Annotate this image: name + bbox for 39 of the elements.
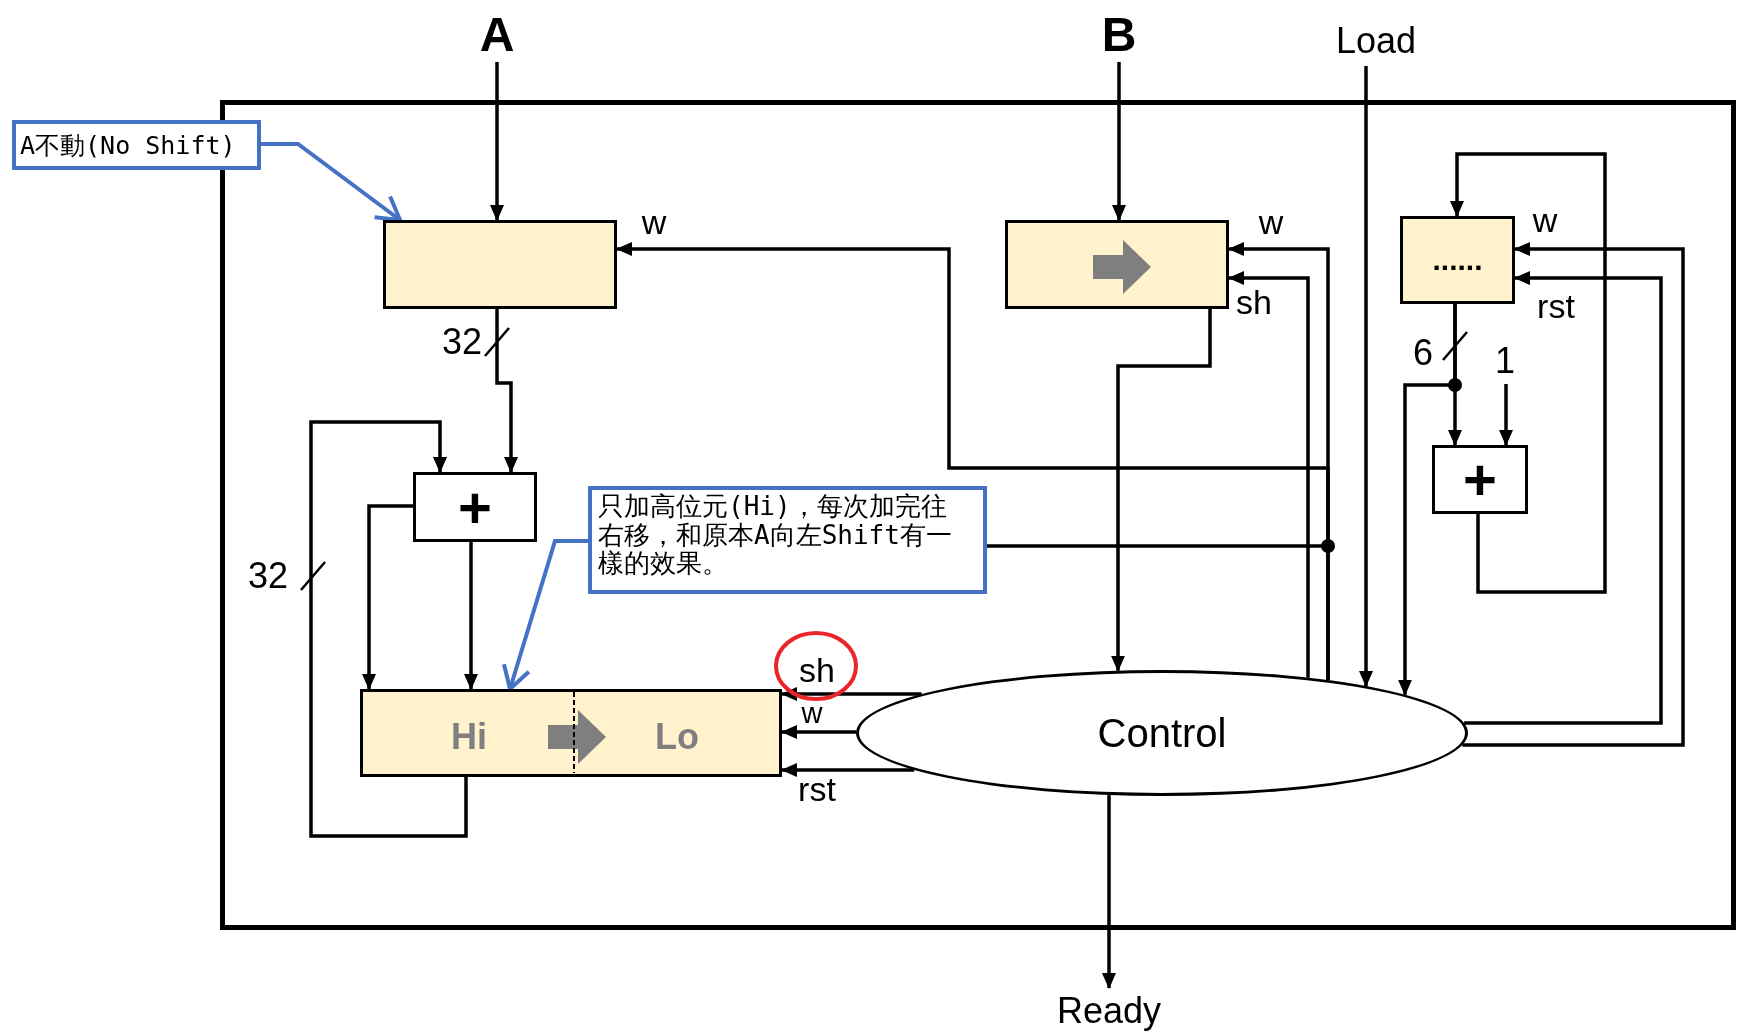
signal-label: sh <box>798 656 836 684</box>
callout-note: 只加高位元(Hi)，每次加完往右移，和原本A向左Shift有一樣的效果。 <box>588 486 987 594</box>
signal-arrow <box>1228 271 1310 678</box>
signal-arrow <box>1499 384 1513 446</box>
adder-box: + <box>1432 445 1528 514</box>
control-ellipse: Control <box>856 670 1468 796</box>
callout-note: A不動(No Shift) <box>12 120 261 170</box>
shift-register <box>1005 220 1229 309</box>
register-half-label: Lo <box>655 716 699 758</box>
signal-arrow <box>1462 242 1685 747</box>
signal-arrow <box>1450 152 1607 594</box>
signal-label: sh <box>1235 288 1273 316</box>
signal-arrow <box>1111 309 1212 672</box>
input-label: A <box>472 6 522 62</box>
signal-arrow <box>781 763 915 777</box>
leader-arrow <box>261 142 402 222</box>
signal-arrow <box>1464 271 1663 725</box>
counter-register: ...... <box>1400 216 1515 304</box>
signal-arrow <box>1228 242 1330 681</box>
constant-label: 1 <box>1490 338 1520 384</box>
product-register <box>360 689 782 777</box>
multiplicand-register <box>383 220 617 309</box>
output-label: Ready <box>1050 988 1168 1034</box>
register-half-label: Hi <box>451 716 487 758</box>
signal-arrow <box>781 725 857 739</box>
input-label: Load <box>1330 16 1422 66</box>
signal-arrow <box>1102 795 1116 989</box>
signal-arrow <box>362 504 413 690</box>
input-label: B <box>1094 6 1144 62</box>
adder-box: + <box>413 472 537 542</box>
signal-arrow <box>1112 62 1126 221</box>
signal-arrow <box>464 542 478 690</box>
signal-arrow <box>495 309 518 473</box>
signal-arrow <box>1398 304 1457 696</box>
signal-arrow <box>1359 66 1373 688</box>
signal-arrow <box>490 62 504 221</box>
signal-arrow <box>781 687 922 701</box>
signal-arrow <box>309 420 468 838</box>
leader-arrow <box>501 539 588 691</box>
